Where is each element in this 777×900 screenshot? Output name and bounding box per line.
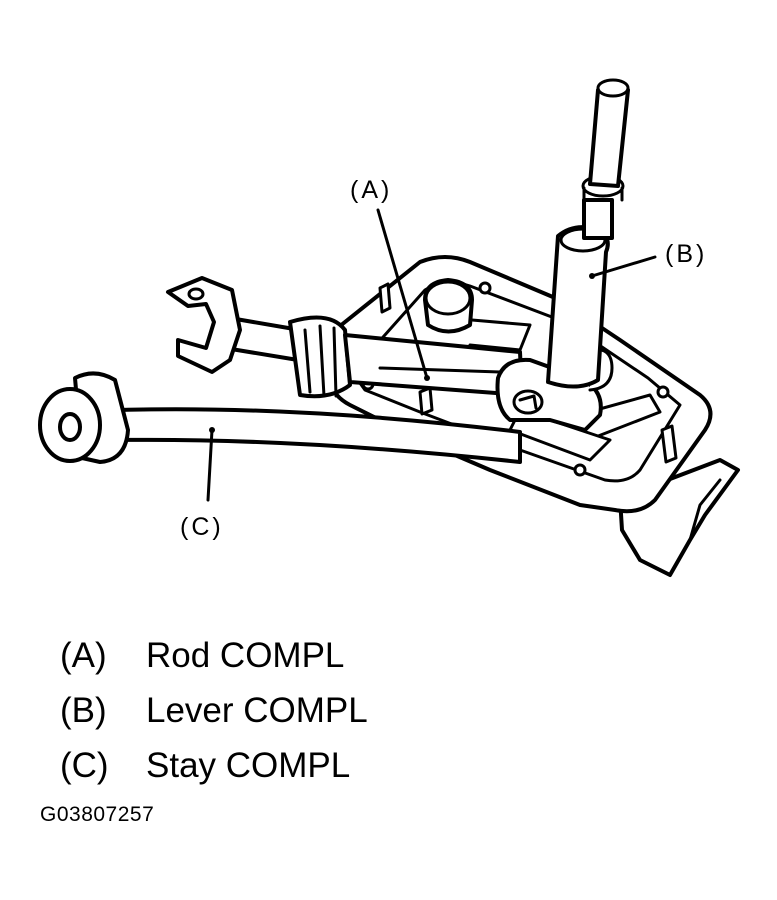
leader-line-b [590, 255, 657, 278]
legend-key-c: (C) [60, 746, 109, 785]
plate-boss [423, 278, 532, 352]
callout-label-a: (A) [350, 176, 392, 204]
rod-compl [166, 276, 524, 399]
leader-lines [206, 208, 657, 502]
legend-label-lever: Lever COMPL [146, 691, 368, 730]
callout-label-c: (C) [180, 513, 224, 541]
legend-row-c: (C) Stay COMPL [60, 738, 368, 793]
legend-label-stay: Stay COMPL [146, 746, 351, 785]
figure-id: G03807257 [40, 803, 155, 826]
legend: (A) Rod COMPL (B) Lever COMPL (C) Stay C… [60, 628, 368, 793]
legend-key-a: (A) [60, 636, 107, 675]
guide-rails [508, 393, 662, 462]
callout-label-b: (B) [665, 240, 707, 268]
legend-row-b: (B) Lever COMPL [60, 683, 368, 738]
lever-compl [495, 78, 630, 432]
legend-label-rod: Rod COMPL [146, 636, 345, 675]
leader-line-c [206, 428, 214, 502]
legend-row-a: (A) Rod COMPL [60, 628, 368, 683]
stay-compl [38, 371, 522, 464]
leader-line-a [376, 208, 429, 380]
legend-key-b: (B) [60, 691, 107, 730]
